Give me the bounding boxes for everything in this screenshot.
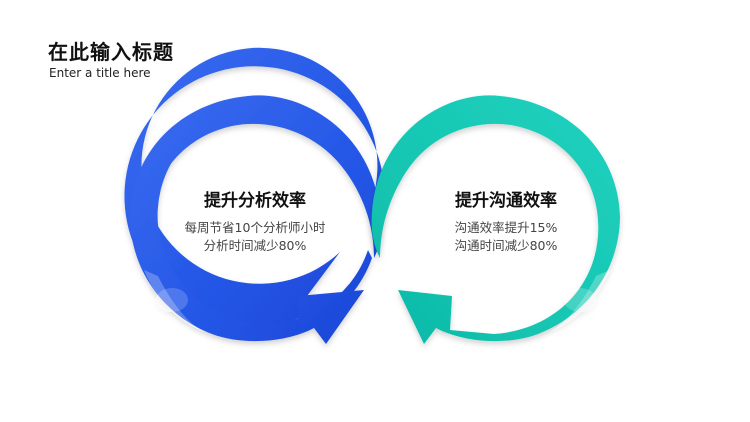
left-block-line-1: 每周节省10个分析师小时: [184, 220, 326, 235]
teal-glint: [564, 288, 596, 312]
page-subtitle: Enter a title here: [49, 66, 151, 80]
blue-cycle-arrow: [124, 47, 385, 344]
right-block-title: 提升沟通效率: [455, 191, 557, 211]
right-block-line-2: 沟通时间减少80%: [454, 238, 558, 253]
blue-highlight: [144, 270, 204, 332]
right-block-line-1: 沟通效率提升15%: [454, 220, 558, 235]
blue-glint: [156, 288, 188, 312]
left-block-title: 提升分析效率: [204, 191, 306, 211]
teal-highlight: [550, 270, 610, 332]
page-title: 在此输入标题: [48, 40, 174, 64]
teal-cycle-arrow: [371, 95, 620, 344]
left-block-line-2: 分析时间减少80%: [203, 238, 307, 253]
